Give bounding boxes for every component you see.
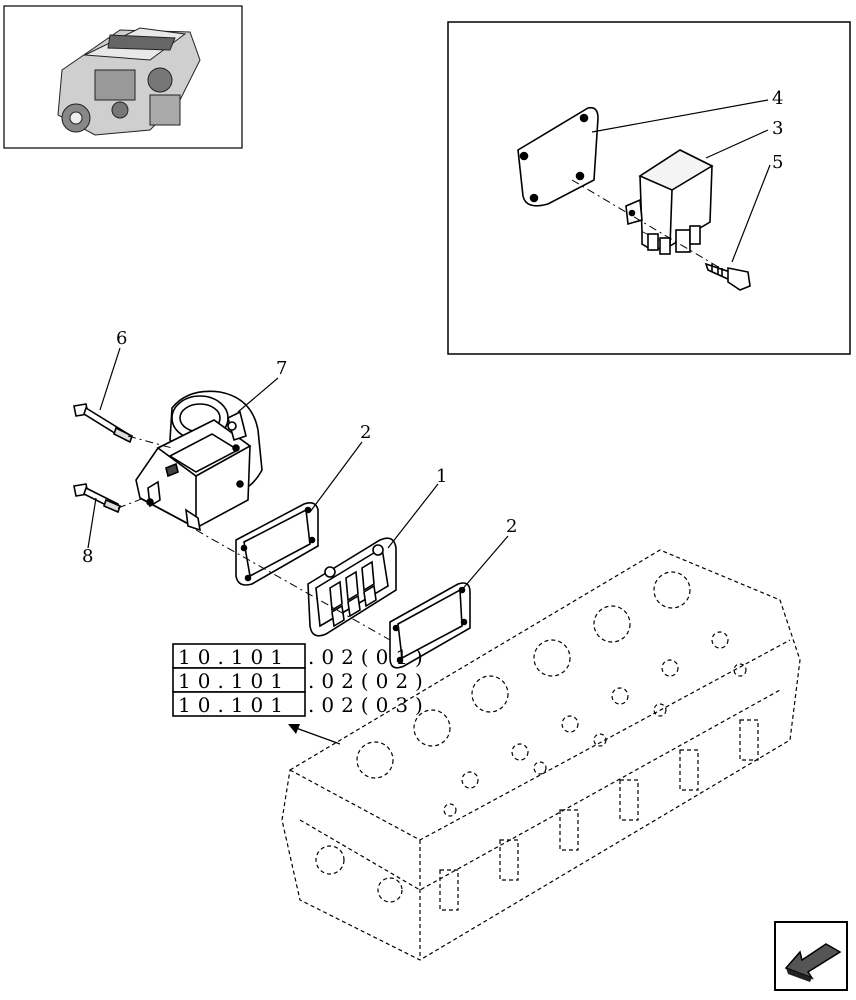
- callout-1: 1: [436, 466, 447, 487]
- grid-heater[interactable]: [307, 537, 397, 637]
- callout-7: 7: [276, 358, 287, 379]
- reference-left: 10.101: [178, 693, 290, 717]
- reference-left: 10.101: [178, 645, 290, 669]
- callout-5: 5: [772, 152, 783, 173]
- gasket-upper[interactable]: [235, 502, 319, 586]
- reference-row[interactable]: 10.101 .02(02): [172, 667, 430, 693]
- reference-left: 10.101: [178, 669, 290, 693]
- reference-right: .02(02): [308, 669, 430, 693]
- callout-2-upper: 2: [360, 422, 371, 443]
- callout-8: 8: [82, 546, 93, 567]
- intake-housing[interactable]: [135, 390, 263, 532]
- reference-table: 10.101 .02(01) 10.101 .02(02) 10.101 .02…: [172, 643, 430, 745]
- relay[interactable]: [625, 149, 714, 255]
- reference-row[interactable]: 10.101 .02(03): [172, 691, 430, 717]
- reference-right: .02(01): [308, 645, 430, 669]
- callout-3: 3: [772, 118, 783, 139]
- gasket-lower[interactable]: [389, 582, 471, 669]
- reference-row[interactable]: 10.101 .02(01): [172, 643, 430, 669]
- reference-right: .02(03): [308, 693, 430, 717]
- relay-bolt[interactable]: [704, 262, 751, 291]
- housing-bolt-lower[interactable]: [73, 483, 121, 514]
- return-arrow-icon[interactable]: [774, 921, 848, 991]
- cylinder-head[interactable]: [281, 549, 801, 961]
- engine-thumbnail[interactable]: [3, 5, 243, 149]
- mounting-plate[interactable]: [517, 106, 599, 207]
- callout-4: 4: [772, 88, 783, 109]
- engine-thumbnail-icon: [57, 27, 201, 136]
- callout-6: 6: [116, 328, 127, 349]
- relay-inset-box: 4 3 5: [447, 21, 851, 355]
- callout-2-lower: 2: [506, 516, 517, 537]
- housing-bolt-upper[interactable]: [73, 403, 133, 444]
